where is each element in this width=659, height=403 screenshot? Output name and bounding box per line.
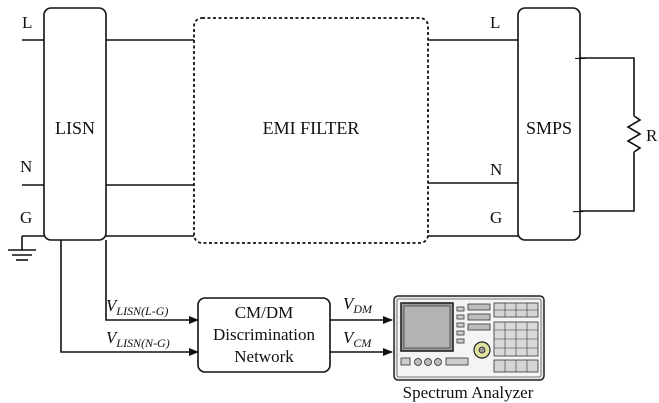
v-lisn-lg-label: VLISN(L-G) [106,296,168,318]
network-label-line2: Discrimination [213,325,315,344]
smps-block [517,7,581,241]
left-g-label: G [20,208,32,227]
network-label-line1: CM/DM [235,303,294,322]
left-l-label: L [22,13,32,32]
right-g-label: G [490,208,502,227]
v-lg-tap-wire [105,240,199,324]
load-r-label: R [646,126,658,145]
v-dm-label: VDM [343,294,373,316]
right-l-label: L [490,13,500,32]
spectrum-analyzer-icon [393,295,545,381]
smps-label: SMPS [526,118,572,138]
v-cm-label: VCM [343,328,372,350]
v-ng-tap-wire [60,240,199,356]
spectrum-analyzer-label: Spectrum Analyzer [403,383,534,402]
emi-filter-block [193,17,429,244]
load-resistor [580,57,642,212]
network-label-line3: Network [234,347,294,366]
ground-symbol [8,236,36,261]
emi-filter-label: EMI FILTER [263,118,360,138]
cm-dm-network-block [197,297,331,373]
lisn-label: LISN [55,118,95,138]
minus-label: − [572,199,584,224]
left-n-label: N [20,157,32,176]
lisn-block [43,7,107,241]
v-lisn-ng-label: VLISN(N-G) [106,328,170,350]
right-n-label: N [490,160,502,179]
plus-label: + [574,46,586,71]
